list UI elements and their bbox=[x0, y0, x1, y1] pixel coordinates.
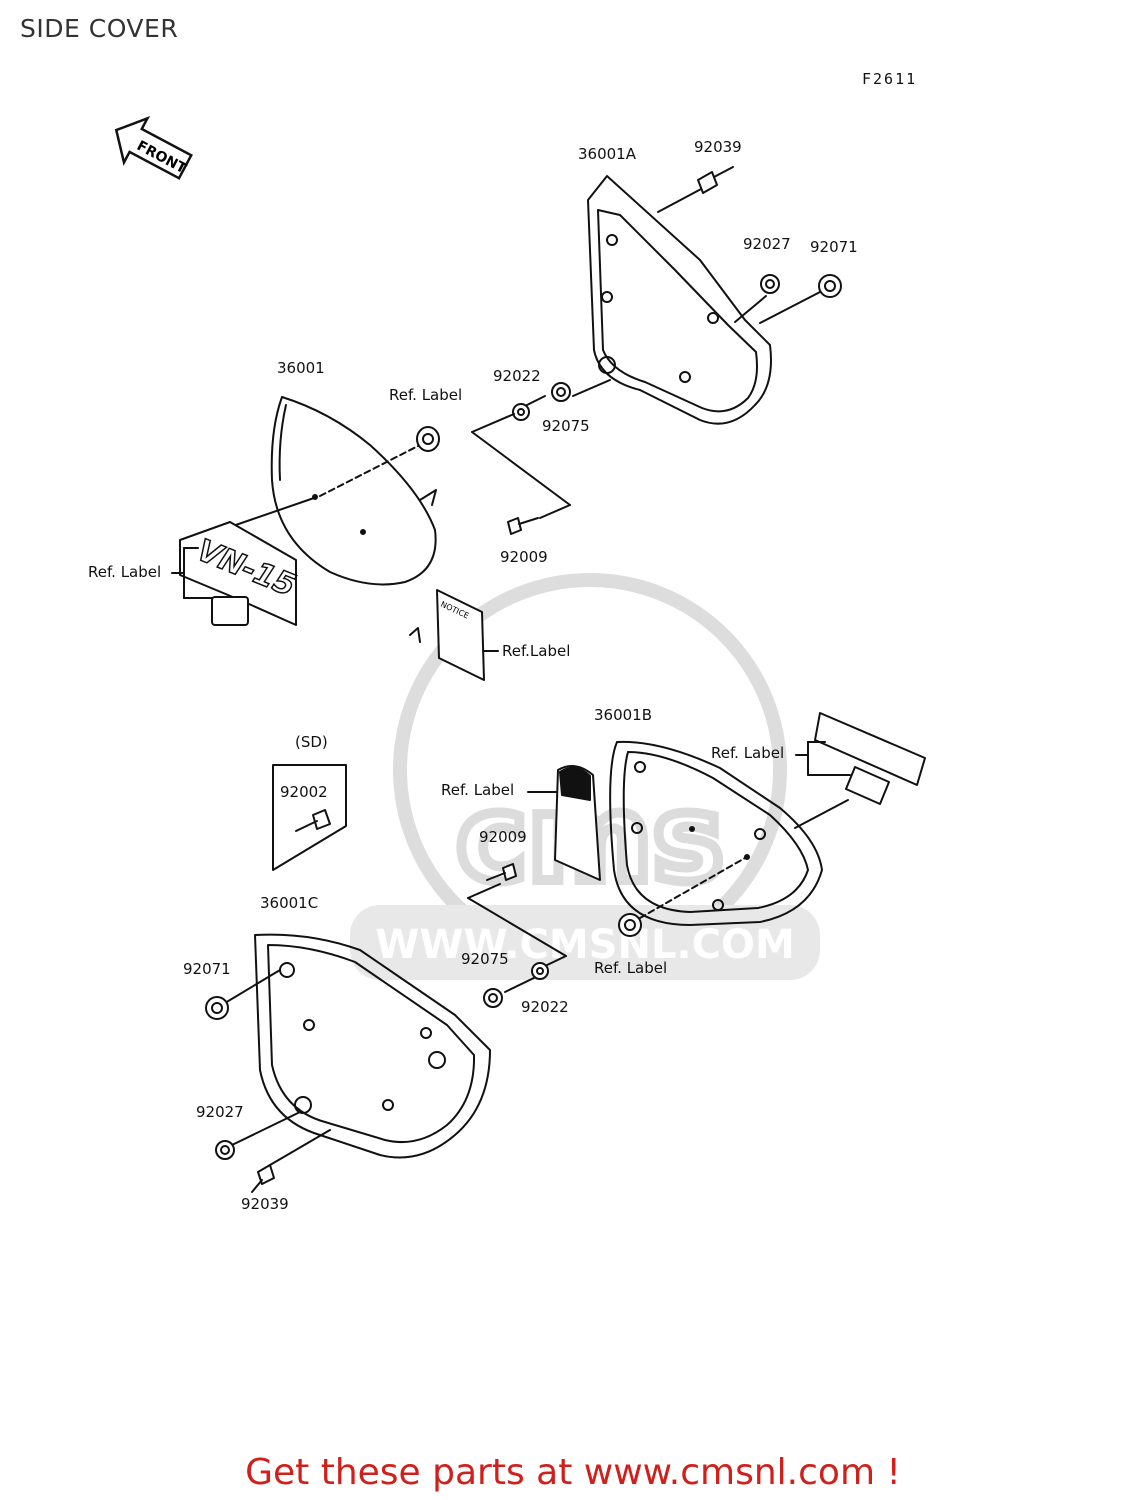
callout-ref-label-low: Ref. Label bbox=[594, 959, 668, 977]
caution-tag bbox=[554, 765, 601, 881]
callout-ref-label-notice: Ref.Label bbox=[502, 642, 571, 660]
cmsnl-banner-link[interactable]: Get these parts at www.cmsnl.com ! bbox=[245, 1452, 901, 1493]
callout-92022-top: 92022 bbox=[493, 367, 541, 385]
watermark-url: WWW.CMSNL.COM bbox=[375, 922, 795, 968]
screw-92002 bbox=[295, 809, 331, 832]
figure-code: F2611 bbox=[862, 70, 918, 88]
grommet-92075-top bbox=[551, 382, 571, 402]
callout-36001c: 36001C bbox=[260, 894, 319, 912]
grommet-92027-low bbox=[215, 1140, 235, 1160]
screw-92039-low bbox=[251, 1164, 275, 1193]
callout-ref-label-left: Ref. Label bbox=[88, 563, 162, 581]
callout-sd: (SD) bbox=[295, 733, 328, 751]
side-cover-frame-36001c bbox=[254, 933, 491, 1159]
washer-92022-top bbox=[512, 403, 530, 421]
bolt-92009-mid bbox=[486, 863, 517, 881]
side-cover-36001 bbox=[270, 396, 437, 586]
callout-92009-top: 92009 bbox=[500, 548, 548, 566]
callout-ref-label-mid: Ref. Label bbox=[441, 781, 515, 799]
callout-92002: 92002 bbox=[280, 783, 328, 801]
callout-36001a: 36001A bbox=[578, 145, 636, 163]
nut-92071-low bbox=[205, 996, 229, 1020]
ref-label-plate bbox=[814, 712, 926, 805]
page-title: SIDE COVER bbox=[20, 14, 179, 43]
emblem-vn15 bbox=[179, 521, 297, 626]
notice-label bbox=[436, 589, 485, 681]
grommet-ref-label-top bbox=[416, 426, 440, 452]
callout-92027-top: 92027 bbox=[743, 235, 791, 253]
callout-92075-low: 92075 bbox=[461, 950, 509, 968]
callout-36001: 36001 bbox=[277, 359, 325, 377]
callout-92027-low: 92027 bbox=[196, 1103, 244, 1121]
grommet-92075-low bbox=[483, 988, 503, 1008]
sd-bracket bbox=[272, 764, 347, 871]
callout-36001b: 36001B bbox=[594, 706, 653, 724]
washer-92022-low bbox=[531, 962, 549, 980]
callout-92022-low: 92022 bbox=[521, 998, 569, 1016]
grommet-ref-label-low bbox=[618, 913, 642, 937]
screw-92039-top bbox=[697, 166, 734, 194]
bolt-92009-top bbox=[507, 517, 539, 535]
callout-92039-top: 92039 bbox=[694, 138, 742, 156]
front-arrow-icon: FRONT bbox=[114, 115, 193, 180]
callout-92071-low: 92071 bbox=[183, 960, 231, 978]
callout-92071-top: 92071 bbox=[810, 238, 858, 256]
nut-92071-top bbox=[818, 274, 842, 298]
grommet-92027-top bbox=[760, 274, 780, 294]
callout-ref-label-1: Ref. Label bbox=[389, 386, 463, 404]
callout-92075-top: 92075 bbox=[542, 417, 590, 435]
callout-92039-low: 92039 bbox=[241, 1195, 289, 1213]
callout-92009-mid: 92009 bbox=[479, 828, 527, 846]
side-cover-frame-36001b bbox=[609, 740, 823, 926]
side-cover-frame-36001a bbox=[587, 175, 772, 425]
callout-ref-label-right: Ref. Label bbox=[711, 744, 785, 762]
